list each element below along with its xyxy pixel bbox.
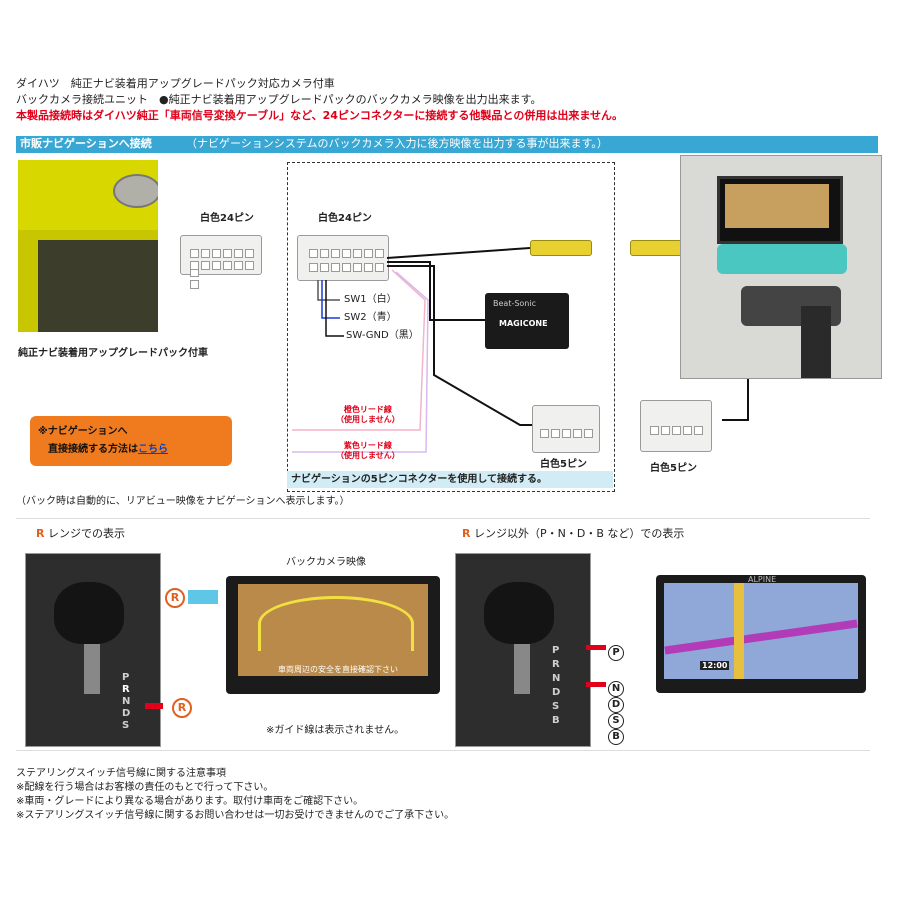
conn-24pin-right-label: 白色24ピン [318,213,372,224]
connector-24pin-right [297,235,389,281]
r-callout-bottom-circle: R [172,698,192,718]
right-range-text: レンジ以外（P・N・D・B など）での表示 [473,527,685,540]
lead-orange-title: 橙色リード線 [343,405,392,414]
direct-connect-callout: ※ナビゲーションへ 直接接続する方法はこちら [30,416,232,466]
gear-circle-b-text: B [608,729,624,745]
lead-orange-label: 橙色リード線 （使用しません） [336,405,400,425]
lead-purple-title: 紫色リード線 [343,441,392,450]
right-range-r: R [462,527,471,540]
red-arrow-left-icon [145,703,163,709]
gear-circle-s: S [608,708,624,729]
backcam-screen: 車両周辺の安全を直接確認下さい [238,584,428,676]
gear-left-s: S [122,720,130,731]
gear-circle-p-text: P [608,645,624,661]
lead-orange-note: （使用しません） [336,415,400,424]
gear-circle-s-text: S [608,713,624,729]
gear-circle-d-text: D [608,697,624,713]
red-arrow-n-icon [586,682,606,687]
dashboard-photo [680,155,882,379]
rca-plug-out [530,240,592,256]
lead-purple-label: 紫色リード線 （使用しません） [336,441,400,461]
r-callout-bottom: R [172,696,192,718]
shifter-photo-r: P R N D S [25,553,161,747]
red-arrow-p-icon [586,645,606,650]
conn-5pin-outer-label: 白色5ピン [650,463,697,474]
guide-note: ※ガイド線は表示されません。 [266,725,405,736]
gear-indicator-right: P R N D S B [552,644,560,728]
r-callout-top-circle: R [165,588,185,608]
direct-line-1: ※ナビゲーションへ [38,426,128,437]
dashed-caption-band: ナビゲーションの5ピンコネクターを使用して接続する。 [287,471,613,488]
sw2-label: SW2（青） [344,312,397,323]
gear-left-r: R [122,684,130,695]
section-band-note: （ナビゲーションシステムのバックカメラ入力に後方映像を出力する事が出来ます。） [186,137,608,150]
left-range-text: レンジでの表示 [47,527,125,540]
backcam-label: バックカメラ映像 [286,557,366,568]
gear-left-n: N [122,696,131,707]
header-warning: 本製品接続時はダイハツ純正「車両信号変換ケーブル」など、24ピンコネクターに接続… [16,109,623,122]
divider-2 [16,750,870,751]
section-band: 市販ナビゲーションへ接続 （ナビゲーションシステムのバックカメラ入力に後方映像を… [16,136,878,153]
gear-indicator-left: P R N D S [122,672,130,732]
footer-line-1: ※配線を行う場合はお客様の責任のもとで行って下さい。 [16,782,274,793]
connector-24pin-left [180,235,262,289]
r-callout-top: R [165,586,185,608]
car-rear-photo [18,160,158,332]
section-band-title: 市販ナビゲーションへ接続 [20,137,152,150]
footer-title: ステアリングスイッチ信号線に関する注意事項 [16,768,226,779]
header-line-2: バックカメラ接続ユニット ●純正ナビ装着用アップグレードパックのバックカメラ映像… [16,93,542,106]
map-monitor: 12:00 ALPINE [656,575,866,693]
footer-line-3: ※ステアリングスイッチ信号線に関するお問い合わせは一切お受けできませんのでご了承… [16,810,455,821]
direct-line-2: 直接接続する方法はこちら [48,443,168,457]
car-label: 純正ナビ装着用アップグレードパック付車 [18,348,208,359]
direct-line-2-text: 直接接続する方法は [48,444,138,455]
rca-plug-in [630,240,682,256]
gear-left-p: P [122,672,130,683]
gear-circle-n-text: N [608,681,624,697]
gear-circle-b: B [608,724,624,745]
sw1-label: SW1（白） [344,294,397,305]
gear-circle-d: D [608,692,624,713]
connector-5pin-inner [532,405,600,453]
header-line-1: ダイハツ 純正ナビ装着用アップグレードパック対応カメラ付車 [16,77,335,90]
auto-display-note: （バック時は自動的に、リアビュー映像をナビゲーションへ表示します。） [16,496,350,507]
lead-purple-note: （使用しません） [336,451,400,460]
left-range-title: R レンジでの表示 [36,527,125,541]
gear-right-b: B [552,715,560,726]
conn-24pin-left-label: 白色24ピン [200,213,254,224]
gear-right-p: P [552,645,560,656]
magicone-logo: MAGICONE [499,319,548,328]
conn-5pin-inner-label: 白色5ピン [540,459,587,470]
kit-dashed-frame [287,162,615,492]
direct-connect-link[interactable]: こちら [138,444,168,455]
screen-banner: 車両周辺の安全を直接確認下さい [278,665,398,674]
map-screen: 12:00 [664,583,858,679]
footer-line-2: ※車両・グレードにより異なる場合があります。取付け車両をご確認下さい。 [16,796,364,807]
arrow-to-screen-icon [188,590,218,604]
daihatsu-emblem-icon [113,174,158,208]
map-time: 12:00 [700,661,730,670]
gear-left-d: D [122,708,131,719]
right-range-title: R レンジ以外（P・N・D・B など）での表示 [462,527,684,541]
gear-circle-n: N [608,676,624,697]
magicone-unit: Beat-Sonic MAGICONE [485,293,569,349]
gear-right-d: D [552,687,561,698]
gear-circle-p: P [608,640,624,661]
left-range-r: R [36,527,45,540]
gear-right-r: R [552,659,560,670]
nav-screen-camera [725,184,829,228]
magicone-maker: Beat-Sonic [493,299,536,308]
connector-5pin-outer [640,400,712,452]
divider-1 [16,518,870,519]
gear-right-n: N [552,673,561,684]
backcam-monitor: 車両周辺の安全を直接確認下さい [226,576,440,694]
dashed-caption: ナビゲーションの5ピンコネクターを使用して接続する。 [291,474,548,485]
shifter-photo-other: P R N D S B [455,553,591,747]
map-brand: ALPINE [748,575,777,584]
swgnd-label: SW-GND（黒） [346,330,419,341]
gear-right-s: S [552,701,560,712]
